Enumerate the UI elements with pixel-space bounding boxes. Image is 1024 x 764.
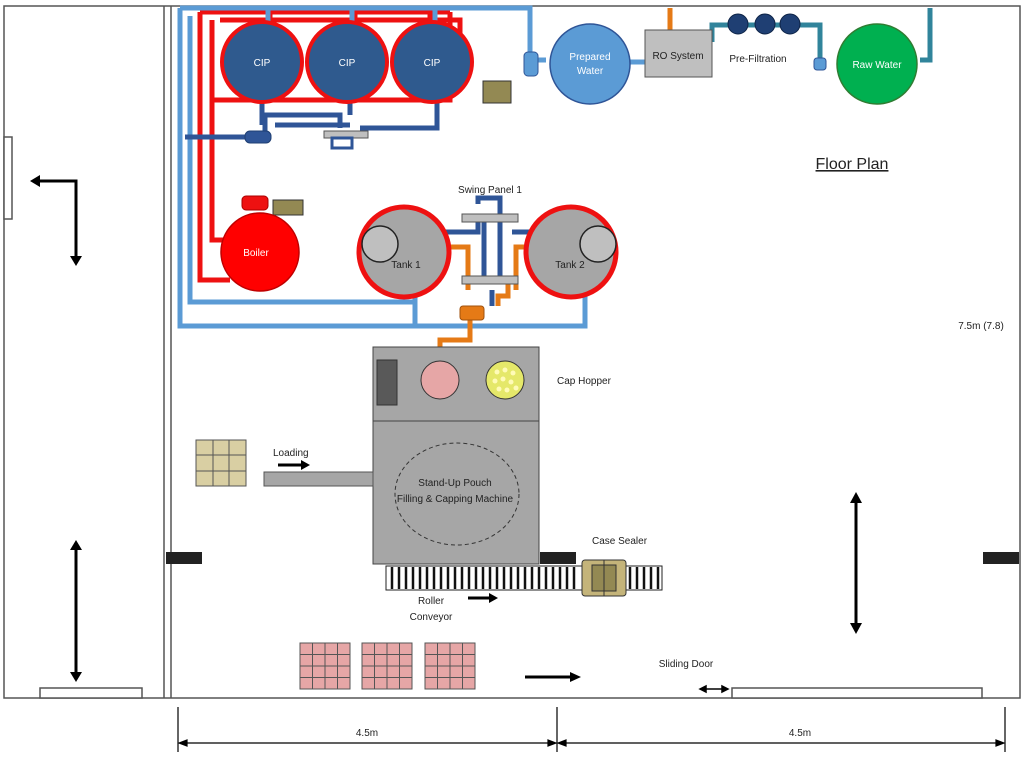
pink-pallets <box>299 642 476 690</box>
dimension-left-label: 4.5m <box>356 728 378 739</box>
pink-pallet <box>299 642 351 690</box>
floor-plan-title: Floor Plan <box>816 156 889 173</box>
pink-pallet <box>361 642 413 690</box>
pink-pallet <box>424 642 476 690</box>
machine-label-1: Stand-Up Pouch <box>418 478 491 489</box>
boiler-valve <box>241 195 269 211</box>
tank-2: Tank 2 <box>523 204 619 300</box>
raw-water-valve <box>813 57 827 71</box>
sliding-door-arrow <box>698 684 730 694</box>
swing-panel-top <box>461 213 519 223</box>
bottom-left-door <box>39 687 143 699</box>
cip-tank-3: CIP <box>390 20 474 104</box>
filling-machine: Stand-Up Pouch Filling & Capping Machine <box>372 346 540 565</box>
wall-post-center <box>540 552 576 564</box>
wall-post-right <box>983 552 1019 564</box>
right-up-arrow-head <box>850 492 862 503</box>
tank-2-label: Tank 2 <box>555 260 585 271</box>
boiler-control-box <box>272 199 304 216</box>
cip-control-box <box>482 80 512 104</box>
cip-valve <box>244 130 272 144</box>
machine-control-panel <box>376 359 398 406</box>
dimension-lines <box>177 707 1006 752</box>
swing-panel-label: Swing Panel 1 <box>458 185 522 196</box>
lower-up-arrow-head <box>70 540 82 550</box>
case-sealer-label: Case Sealer <box>592 536 648 547</box>
cip-tank-1: CIP <box>220 20 304 104</box>
left-arrow-head <box>30 175 40 187</box>
right-down-arrow-head <box>850 623 862 634</box>
raw-water-label: Raw Water <box>852 60 902 71</box>
loading-label: Loading <box>273 448 309 459</box>
lower-down-arrow-head <box>70 672 82 682</box>
product-pump <box>459 305 485 321</box>
cip-1-label: CIP <box>254 58 271 69</box>
filter-2 <box>754 13 776 35</box>
cip-manifold-loop <box>330 136 354 150</box>
cip-3-label: CIP <box>424 58 441 69</box>
sliding-door-label: Sliding Door <box>659 659 714 670</box>
tank-1-label: Tank 1 <box>391 260 421 271</box>
tan-pallet <box>195 439 247 487</box>
prepared-water-label-2: Water <box>577 66 604 77</box>
swing-panel-bottom <box>461 275 519 285</box>
dimension-right-bottom-label: 4.5m <box>789 728 811 739</box>
roller-label-2: Conveyor <box>410 612 453 623</box>
pre-filtration-units <box>727 13 801 35</box>
raw-water-tank: Raw Water <box>836 23 918 105</box>
dimension-right-label: 7.5m (7.8) <box>958 321 1004 332</box>
pre-filtration-label: Pre-Filtration <box>729 54 786 65</box>
cap-dots <box>492 367 519 393</box>
filter-1 <box>727 13 749 35</box>
left-door-panel <box>3 136 13 220</box>
filter-3 <box>779 13 801 35</box>
ro-system: RO System <box>644 29 713 78</box>
left-room-arrows <box>38 179 78 676</box>
prepared-water-label-1: Prepared <box>569 52 610 63</box>
product-feed <box>420 360 460 400</box>
case-sealer <box>581 559 627 597</box>
conveyor-arrow-head <box>489 593 498 603</box>
cip-tank-2: CIP <box>305 20 389 104</box>
roller-label-1: Roller <box>418 596 445 607</box>
ro-system-label: RO System <box>652 51 703 62</box>
down-arrow-head <box>70 256 82 266</box>
prepared-water-valve <box>523 51 539 77</box>
sliding-door-panel <box>731 687 983 699</box>
cip-2-label: CIP <box>339 58 356 69</box>
boiler-label: Boiler <box>243 248 269 259</box>
machine-label-2: Filling & Capping Machine <box>397 494 514 505</box>
prepared-water-pipes <box>177 5 645 329</box>
loading-chute <box>263 471 374 487</box>
tank-1: Tank 1 <box>356 204 452 300</box>
cap-hopper-label: Cap Hopper <box>557 376 612 387</box>
wall-post-left <box>166 552 202 564</box>
loading-arrow-head <box>301 460 310 470</box>
exit-arrow-head <box>570 672 581 682</box>
prepared-water-tank: Prepared Water <box>549 23 631 105</box>
boiler: Boiler <box>220 212 300 292</box>
